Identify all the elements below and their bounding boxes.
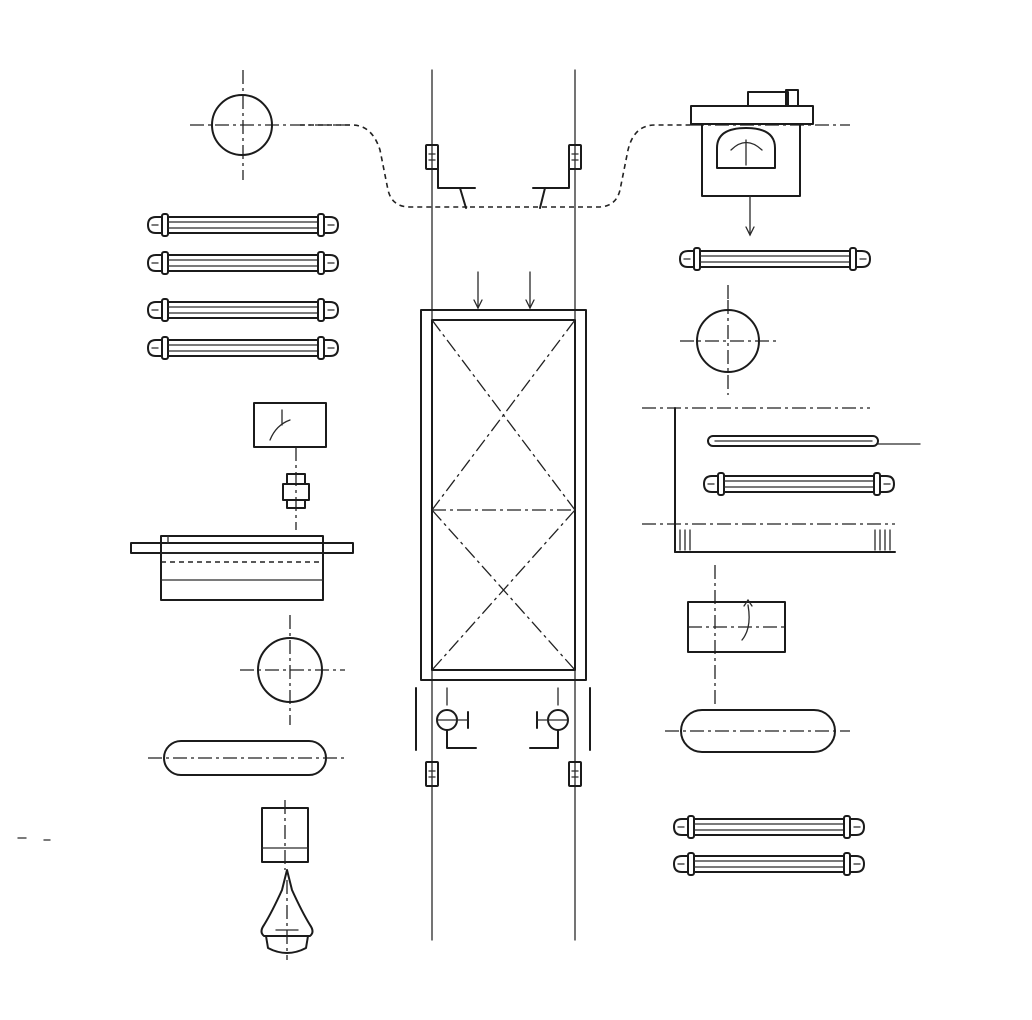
enclosure-right xyxy=(642,407,921,553)
flow-meter-left xyxy=(240,615,345,725)
transformer-box-right xyxy=(687,565,786,705)
tube-bundle-left xyxy=(147,213,339,360)
gauge-circle-right xyxy=(680,300,780,395)
capsule-tank-right xyxy=(665,709,850,753)
valve-coupling-left xyxy=(282,473,310,509)
cylinder-left xyxy=(261,800,309,870)
main-column xyxy=(415,69,591,941)
tube-bundle-right-lower xyxy=(673,815,865,876)
gauge-circle-top-left xyxy=(190,70,350,180)
process-line-left xyxy=(300,124,470,208)
motor-housing-right xyxy=(690,89,850,237)
transformer-box-left xyxy=(253,402,327,530)
process-line-right xyxy=(560,124,690,208)
pipe-header-left xyxy=(130,535,354,601)
nozzle-left xyxy=(260,869,314,960)
tube-right-upper xyxy=(679,247,871,300)
capsule-tank-left xyxy=(148,740,345,776)
